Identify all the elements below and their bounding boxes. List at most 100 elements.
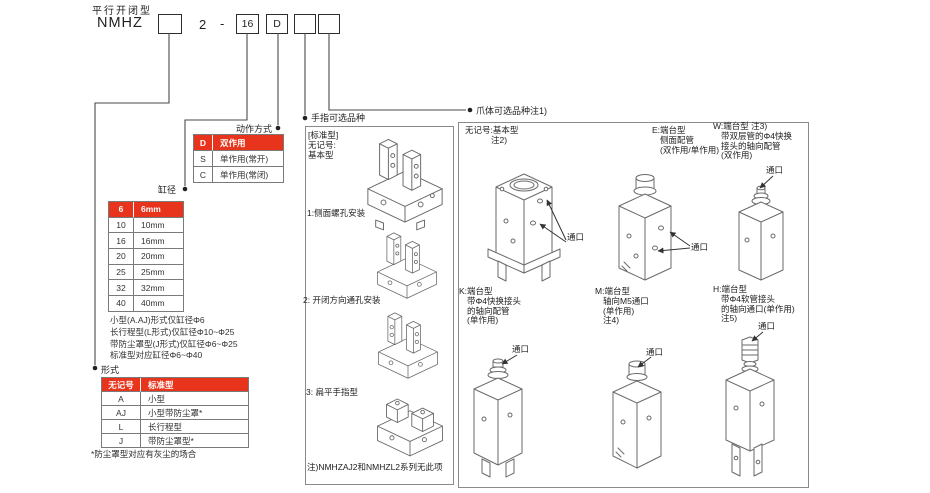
action-desc-cell: 双作用 bbox=[213, 135, 284, 151]
bore-desc-cell: 6mm bbox=[134, 202, 184, 218]
bore-code-cell: 20 bbox=[109, 249, 134, 265]
claw-title-line: 轴向M5通口 bbox=[603, 295, 649, 306]
claw-section-label: 爪体可选品种注1) bbox=[476, 106, 548, 116]
finger-caption-line: 无记号: bbox=[308, 139, 336, 150]
gripper-diagram-standard bbox=[362, 128, 448, 232]
claw-title-line: E:端台型 bbox=[652, 125, 686, 135]
form-code-cell: L bbox=[102, 420, 141, 434]
claw-title-line: 注2) bbox=[491, 134, 508, 145]
bore-desc-cell: 20mm bbox=[134, 249, 184, 265]
cylinder-diagram-w-type bbox=[733, 182, 793, 292]
claw-option-title-k: K:端台型 带Φ4快换接头 的轴向配管 (单作用) bbox=[459, 286, 522, 326]
form-code-cell: A bbox=[102, 392, 141, 406]
action-code-cell: D bbox=[194, 135, 213, 151]
claw-title-line: K:端台型 bbox=[459, 286, 493, 296]
claw-title-line: (双作用) bbox=[721, 150, 753, 161]
bore-note-line: 小型(A.AJ)形式仅缸径Φ6 bbox=[110, 315, 205, 325]
bore-note-line: 带防尘罩型(J形式)仅缸径Φ6~Φ25 bbox=[110, 338, 238, 349]
bore-table-label: 缸径 bbox=[158, 185, 177, 195]
model-code-box-form bbox=[158, 14, 182, 34]
bore-notes: 小型(A.AJ)形式仅缸径Φ6 长行程型(L形式)仅缸径Φ10~Φ25 带防尘罩… bbox=[110, 315, 238, 362]
bore-code-cell: 40 bbox=[109, 296, 134, 312]
form-table-label: 形式 bbox=[101, 365, 120, 375]
form-footnote: *防尘罩型对应有灰尘的场合 bbox=[91, 449, 197, 459]
claw-title-line: 带双层管的Φ4快换 bbox=[721, 130, 793, 141]
finger-option-caption: 3: 扁平手指型 bbox=[306, 387, 358, 397]
form-desc-cell: 小型 bbox=[141, 392, 249, 406]
form-code-cell: AJ bbox=[102, 406, 141, 420]
action-table: D 双作用 S 单作用(常开) C 单作用(常闭) bbox=[193, 134, 284, 183]
claw-title-line: 带Φ4快换接头 bbox=[467, 295, 522, 306]
finger-option-caption: 1:侧面螺孔安装 bbox=[307, 208, 366, 218]
port-label: 通口 bbox=[758, 321, 776, 331]
claw-title-line: W:端台型 注3) bbox=[713, 121, 768, 131]
form-desc-cell: 标准型 bbox=[141, 378, 249, 392]
claw-title-line: 注4) bbox=[603, 315, 620, 326]
claw-title-line: (双作用/单作用) bbox=[660, 144, 720, 155]
port-label: 通口 bbox=[512, 344, 530, 354]
form-code-cell: J bbox=[102, 434, 141, 448]
model-code-box-bore: 16 bbox=[236, 14, 259, 34]
bore-desc-cell: 10mm bbox=[134, 217, 184, 234]
model-separator: - bbox=[220, 16, 225, 31]
port-label: 通口 bbox=[766, 165, 784, 175]
model-prefix: NMHZ bbox=[97, 15, 143, 31]
port-label: 通口 bbox=[567, 232, 585, 242]
claw-title-line: 的轴向通口(单作用) bbox=[721, 303, 795, 314]
claw-option-title-basic: 无记号:基本型 注2) bbox=[465, 125, 519, 146]
claw-title-line: (单作用) bbox=[603, 305, 635, 316]
model-code-box-claw bbox=[318, 14, 340, 34]
bore-note-line: 标准型对应缸径Φ6~Φ40 bbox=[110, 350, 203, 361]
bore-code-cell: 16 bbox=[109, 233, 134, 250]
bore-desc-cell: 32mm bbox=[134, 280, 184, 297]
action-desc-cell: 单作用(常闭) bbox=[213, 167, 284, 183]
finger-caption-line: 基本型 bbox=[308, 149, 334, 160]
cylinder-diagram-m-type bbox=[606, 356, 672, 480]
model-series-digit: 2 bbox=[199, 17, 207, 32]
form-desc-cell: 带防尘罩型* bbox=[141, 434, 249, 448]
form-table: 无记号 标准型 A 小型 AJ 小型带防尘罩* L 长行程型 J 带防尘罩型* bbox=[101, 377, 249, 448]
claw-option-title-h: H:端台型 带Φ4软管接头 的轴向通口(单作用) 注5) bbox=[713, 284, 795, 324]
model-code-box-finger bbox=[294, 14, 316, 34]
claw-title-line: 的轴向配管 bbox=[467, 305, 510, 316]
port-label: 通口 bbox=[691, 242, 709, 252]
model-code-box-action: D bbox=[266, 14, 288, 34]
bore-desc-cell: 25mm bbox=[134, 264, 184, 281]
gripper-diagram-through-hole bbox=[370, 304, 446, 386]
bore-code-cell: 32 bbox=[109, 280, 134, 297]
claw-title-line: H:端台型 bbox=[713, 284, 748, 294]
cylinder-diagram-e-type bbox=[612, 172, 678, 290]
connector-claw bbox=[328, 33, 466, 111]
gripper-diagram-side-tap bbox=[368, 224, 446, 306]
claw-title-line: (单作用) bbox=[467, 315, 499, 326]
finger-section-label: 手指可选品种 bbox=[311, 113, 366, 123]
claw-title-line: M:端台型 bbox=[595, 286, 630, 296]
bore-note-line: 长行程型(L形式)仅缸径Φ10~Φ25 bbox=[110, 326, 235, 337]
claw-option-title-w: W:端台型 注3) 带双层管的Φ4快换 接头的轴向配管 (双作用) bbox=[713, 121, 793, 161]
action-code-cell: S bbox=[194, 151, 213, 167]
cylinder-diagram-k-type bbox=[468, 353, 534, 479]
finger-section-note: 注)NMHZAJ2和NMHZL2系列无此项 bbox=[307, 462, 443, 472]
claw-title-line: 带Φ4软管接头 bbox=[721, 293, 776, 304]
action-desc-cell: 单作用(常开) bbox=[213, 151, 284, 167]
bore-code-cell: 6 bbox=[109, 202, 134, 218]
action-table-label: 动作方式 bbox=[236, 124, 273, 134]
action-code-cell: C bbox=[194, 167, 213, 183]
claw-title-line: 接头的轴向配管 bbox=[721, 140, 781, 151]
form-desc-cell: 长行程型 bbox=[141, 420, 249, 434]
form-code-cell: 无记号 bbox=[102, 378, 141, 392]
page-title: 平行开闭型 bbox=[92, 6, 152, 17]
finger-option-caption: 2: 开闭方向通孔安装 bbox=[303, 295, 381, 305]
bore-table: 6 6mm 10 10mm 16 16mm 20 20mm 25 25mm 32… bbox=[108, 201, 184, 312]
bore-desc-cell: 16mm bbox=[134, 233, 184, 250]
bore-code-cell: 10 bbox=[109, 217, 134, 234]
claw-title-line: 无记号:基本型 bbox=[465, 125, 519, 135]
claw-title-line: 注5) bbox=[721, 313, 738, 324]
claw-option-title-m: M:端台型 轴向M5通口 (单作用) 注4) bbox=[595, 286, 649, 326]
gripper-diagram-flat-finger bbox=[372, 390, 448, 464]
bore-code-cell: 25 bbox=[109, 264, 134, 281]
cylinder-diagram-h-type bbox=[720, 336, 778, 486]
bore-desc-cell: 40mm bbox=[134, 296, 184, 312]
claw-option-title-e: E:端台型 侧面配管 (双作用/单作用) bbox=[652, 125, 720, 155]
